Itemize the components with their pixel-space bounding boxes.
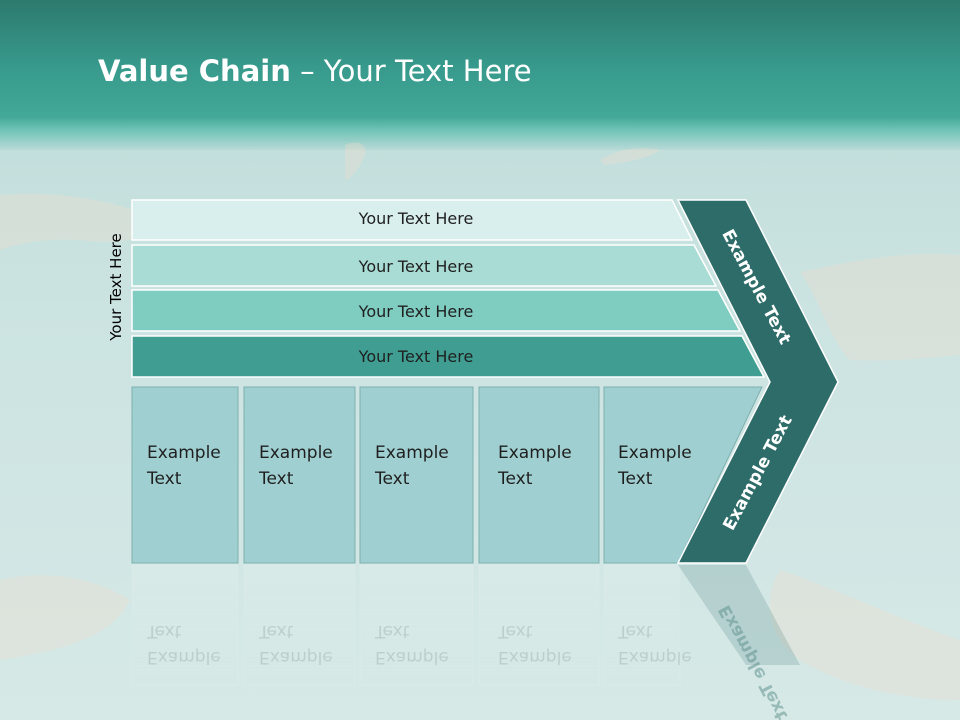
column-5-reflect-line2: Text [617,621,653,641]
bar-1-label: Your Text Here [358,209,474,228]
column-2-line1: Example [259,443,333,463]
column-1-line1: Example [147,443,221,463]
bar-3 [131,289,742,332]
column-4-reflect-line2: Text [497,621,533,641]
bar-3-label: Your Text Here [358,302,474,321]
bar-4-label: Your Text Here [358,347,474,366]
column-5-line2: Text [617,469,653,489]
title-rest: – Your Text Here [290,54,532,88]
column-2-reflect-line2: Text [258,621,294,641]
column-2-reflect-line1: Example [259,647,333,667]
column-3 [359,386,474,564]
column-reflection-2 [243,564,356,686]
chevron-arrow [676,199,839,564]
column-1-reflect-line1: Example [147,647,221,667]
column-1 [131,386,239,564]
bars: Your Text Here Your Text Here Your Text … [131,199,766,378]
bar-2 [131,244,718,287]
column-2 [243,386,356,564]
chevron-lower-reflection [678,565,800,665]
column-1-line2: Text [146,469,182,489]
bar-4 [131,335,766,378]
column-reflection-3 [359,564,474,686]
slide-title: Value Chain – Your Text Here [98,54,532,88]
title-bold: Value Chain [98,54,291,88]
column-3-line1: Example [375,443,449,463]
column-3-line2: Text [374,469,410,489]
column-4 [478,386,600,564]
columns: Example Text Example Text Example Text E… [131,386,763,564]
column-reflection-5 [603,564,681,686]
reflection [131,564,681,686]
header-band [0,0,960,150]
column-3-reflect-line2: Text [374,621,410,641]
column-5-reflect-line1: Example [618,647,692,667]
column-reflection-4 [478,564,600,686]
bar-2-label: Your Text Here [358,257,474,276]
column-reflection-1 [131,564,239,686]
column-3-reflect-line1: Example [375,647,449,667]
column-1-reflect-line2: Text [146,621,182,641]
column-4-line2: Text [497,469,533,489]
column-4-line1: Example [498,443,572,463]
bar-1 [131,199,694,241]
column-4-reflect-line1: Example [498,647,572,667]
column-5-line1: Example [618,443,692,463]
column-2-line2: Text [258,469,294,489]
